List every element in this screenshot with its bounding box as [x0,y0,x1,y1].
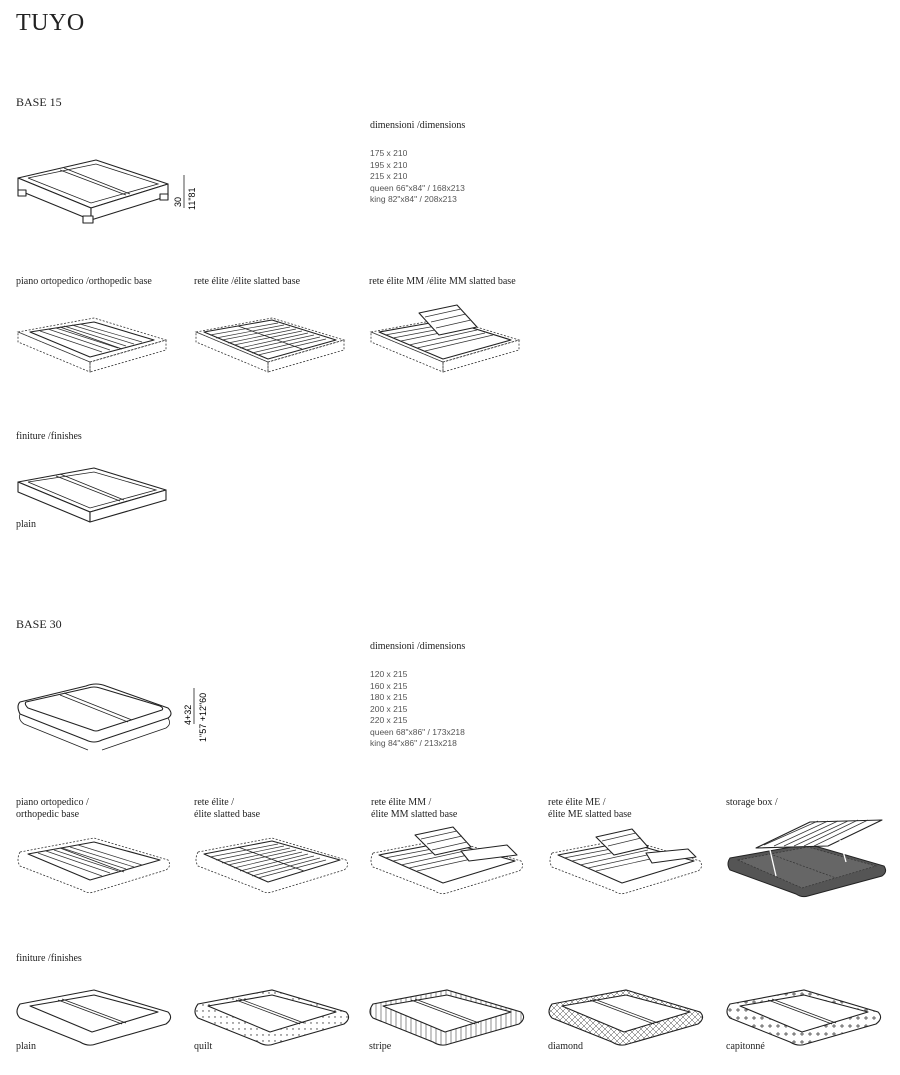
base15-finish-plain-label: plain [16,519,36,530]
dimension-item: 220 x 215 [370,715,408,725]
dimension-item: 120 x 215 [370,669,408,679]
dimension-item: queen 66"x84" / 168x213 [370,182,465,193]
base15-finish-plain-drawing [17,467,167,523]
base30-height-in: 1"57 +12"60 [198,693,208,742]
base30-finish-stripe-label: stripe [369,1041,392,1052]
dimension-item: 215 x 210 [370,171,408,181]
base30-elite-drawing [195,837,348,894]
base15-orthopedic-drawing [16,317,168,373]
base30-finish-quilt-drawing [194,989,350,1046]
base30-dimensions-list: 120 x 215 160 x 215 180 x 215 200 x 215 … [370,669,465,750]
base30-height-cm: 4+32 [183,705,193,725]
base15-base-label-elite: rete élite /élite slatted base [194,276,301,287]
dimension-item: 175 x 210 [370,148,408,158]
base30-dimensions-label: dimensioni /dimensions [370,641,466,652]
base30-base-label-orthopedic: piano ortopedico /orthopedic base [16,797,89,820]
base15-base-label-orthopedic: piano ortopedico /orthopedic base [16,276,152,287]
dimension-item: 195 x 210 [370,159,408,170]
dimension-item: 180 x 215 [370,692,408,702]
base30-base-label-storage-box: storage box / [726,797,778,808]
base30-finish-stripe-drawing [369,989,525,1046]
base30-finish-capitonne-label: capitonné [726,1041,765,1052]
base15-elite-drawing [194,317,346,373]
base30-base-label-elite-me: rete élite ME /élite ME slatted base [548,797,632,820]
page-title: TUYO [16,10,85,36]
base30-storage-box-drawing [727,819,887,898]
dimension-item: queen 68"x86" / 173x218 [370,726,465,737]
base30-finish-capitonne-drawing [726,989,882,1046]
base30-base-label-elite-mm: rete élite MM /élite MM slatted base [371,797,458,820]
base30-elite-mm-drawing [370,826,523,895]
base30-finish-plain-label: plain [16,1041,36,1052]
base30-finish-diamond-drawing [548,989,704,1046]
base30-finishes-label: finiture /finishes [16,953,82,964]
base30-finish-quilt-label: quilt [194,1041,213,1052]
base30-elite-me-drawing [549,828,702,895]
base30-finish-plain-drawing [16,989,172,1046]
base15-height-in: 11"81 [187,187,197,210]
base15-main-bed-drawing: 30 11"81 [17,159,197,224]
base15-base-label-elite-mm: rete élite MM /élite MM slatted base [369,276,516,287]
base15-dimensions-label: dimensioni /dimensions [370,120,466,131]
base30-finish-diamond-label: diamond [548,1041,583,1052]
base15-elite-mm-drawing [369,304,521,373]
base15-heading: BASE 15 [16,95,62,109]
dimension-item: king 84"x86" / 213x218 [370,738,457,748]
base30-main-bed-drawing: 4+32 1"57 +12"60 [17,683,208,751]
dimension-item: king 82"x84" / 208x213 [370,194,457,204]
base15-dimensions-list: 175 x 210 195 x 210 215 x 210 queen 66"x… [370,148,465,206]
base30-heading: BASE 30 [16,617,62,631]
base30-orthopedic-drawing [17,837,170,894]
dimension-item: 160 x 215 [370,680,408,691]
base30-base-label-elite: rete élite /élite slatted base [194,797,261,820]
dimension-item: 200 x 215 [370,703,408,714]
base15-height-cm: 30 [173,197,183,207]
base15-finishes-label: finiture /finishes [16,431,82,442]
